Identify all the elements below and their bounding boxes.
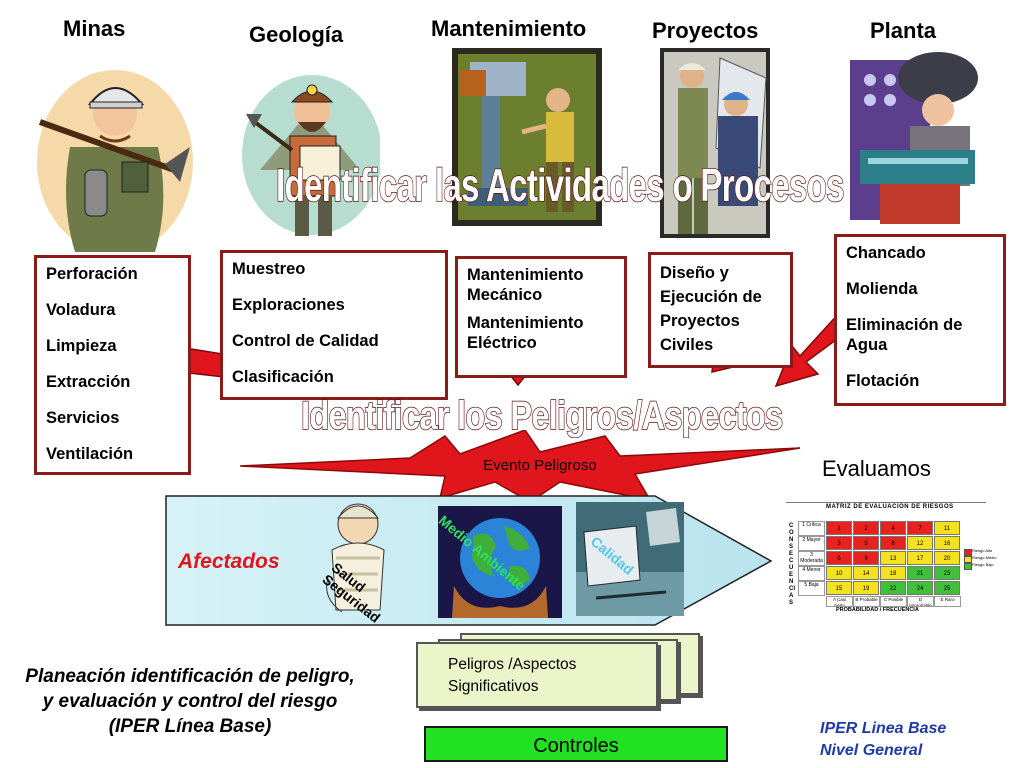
activities-box-proyectos: Diseño y Ejecución de Proyectos Civiles: [648, 252, 793, 368]
risk-matrix-cell: 19: [853, 581, 879, 595]
risk-matrix-cell: 17: [907, 551, 933, 565]
activity-item: Extracción: [46, 372, 179, 392]
risk-matrix-cell: 16: [934, 536, 960, 550]
activity-item: Control de Calidad: [232, 331, 436, 351]
risk-matrix-cell: 20: [934, 551, 960, 565]
risk-legend-label: Riesgo Medio: [972, 555, 996, 560]
risk-matrix-cell: 11: [934, 521, 960, 535]
activity-item: Voladura: [46, 300, 179, 320]
risk-matrix-cell: 18: [880, 566, 906, 580]
controls-box: Controles: [424, 726, 728, 762]
risk-legend-swatch: [964, 556, 972, 563]
risk-matrix-cell: 6: [826, 551, 852, 565]
risk-matrix-title: MATRIZ DE EVALUACION DE RIESGOS: [826, 504, 954, 510]
footer-description: Planeación identificación de peligro, y …: [20, 664, 360, 739]
risk-matrix-cell: 2: [853, 521, 879, 535]
risk-legend-label: Riesgo Alto: [972, 548, 992, 553]
risk-matrix-row-label: 2 Mayor: [798, 536, 825, 551]
risk-legend-swatch: [964, 563, 972, 570]
activity-item: Muestreo: [232, 259, 436, 279]
risk-matrix-col-label: C Posible: [880, 596, 907, 607]
activity-item: Clasificación: [232, 367, 436, 387]
risk-matrix-cell: 1: [826, 521, 852, 535]
risk-matrix-row-label: 5 Baja: [798, 581, 825, 596]
risk-matrix-cell: 9: [853, 551, 879, 565]
footer-level: IPER Linea Base Nivel General: [820, 718, 980, 762]
activities-box-planta: Chancado Molienda Eliminación de Agua Fl…: [834, 234, 1006, 406]
risk-matrix-cell: 14: [853, 566, 879, 580]
risk-legend-swatch: [964, 549, 972, 556]
risk-matrix-bottom-label: PROBABILIDAD / FRECUENCIA: [836, 607, 919, 613]
risk-matrix-cell: 10: [826, 566, 852, 580]
risk-matrix-cell: 13: [880, 551, 906, 565]
risk-matrix-cell: 3: [826, 536, 852, 550]
activity-item: Mantenimiento Eléctrico: [467, 313, 615, 353]
identify-activities-title: Identificar las Actividades o Procesos: [276, 158, 844, 212]
risk-matrix-col-label: D Improbable: [907, 596, 934, 607]
activity-item: Limpieza: [46, 336, 179, 356]
risk-matrix-cell: 15: [826, 581, 852, 595]
risk-matrix-cell: 12: [907, 536, 933, 550]
risk-matrix-cell: 23: [934, 566, 960, 580]
risk-matrix-col-label: B Probable: [853, 596, 880, 607]
risk-matrix-side-label: CONSECUENCIAS: [789, 523, 795, 607]
evaluate-label: Evaluamos: [822, 456, 931, 482]
risk-matrix-row-label: 4 Menor: [798, 566, 825, 581]
activity-item: Servicios: [46, 408, 179, 428]
affected-label: Afectados: [178, 550, 280, 574]
activities-box-geologia: Muestreo Exploraciones Control de Calida…: [220, 250, 448, 400]
risk-matrix-col-label: A Casi cierto: [826, 596, 853, 607]
risk-matrix-cell: 24: [907, 581, 933, 595]
risk-matrix-cell: 21: [907, 566, 933, 580]
activities-box-mantenimiento: Mantenimiento Mecánico Mantenimiento Elé…: [455, 256, 627, 378]
activity-item: Perforación: [46, 264, 179, 284]
risk-matrix-cell: 7: [907, 521, 933, 535]
documents-label: Peligros /Aspectos Significativos: [448, 654, 598, 698]
risk-matrix-cell: 22: [880, 581, 906, 595]
risk-matrix-cell: 8: [880, 536, 906, 550]
risk-matrix-cell: 4: [880, 521, 906, 535]
activity-item: Exploraciones: [232, 295, 436, 315]
hazard-event-label: Evento Peligroso: [455, 457, 625, 474]
risk-matrix-col-label: E Raro: [934, 596, 961, 607]
risk-legend-label: Riesgo Bajo: [972, 562, 994, 567]
activity-item: Flotación: [846, 371, 994, 391]
risk-matrix-row-label: 1 Crítica: [798, 521, 825, 536]
activity-item: Chancado: [846, 243, 994, 263]
activity-item: Molienda: [846, 279, 994, 299]
activity-item: Mantenimiento Mecánico: [467, 265, 615, 305]
risk-matrix-cell: 25: [934, 581, 960, 595]
risk-matrix-row-label: 3 Moderada: [798, 551, 825, 566]
activity-item: Ventilación: [46, 444, 179, 464]
risk-matrix-cell: 5: [853, 536, 879, 550]
activities-box-minas: Perforación Voladura Limpieza Extracción…: [34, 255, 191, 475]
activity-item: Eliminación de Agua: [846, 315, 994, 355]
controls-label: Controles: [533, 735, 619, 757]
risk-matrix: MATRIZ DE EVALUACION DE RIESGOS CONSECUE…: [786, 502, 986, 621]
activity-item: Diseño y Ejecución de Proyectos Civiles: [660, 261, 781, 357]
document-sheet-front: Peligros /Aspectos Significativos: [416, 642, 658, 708]
